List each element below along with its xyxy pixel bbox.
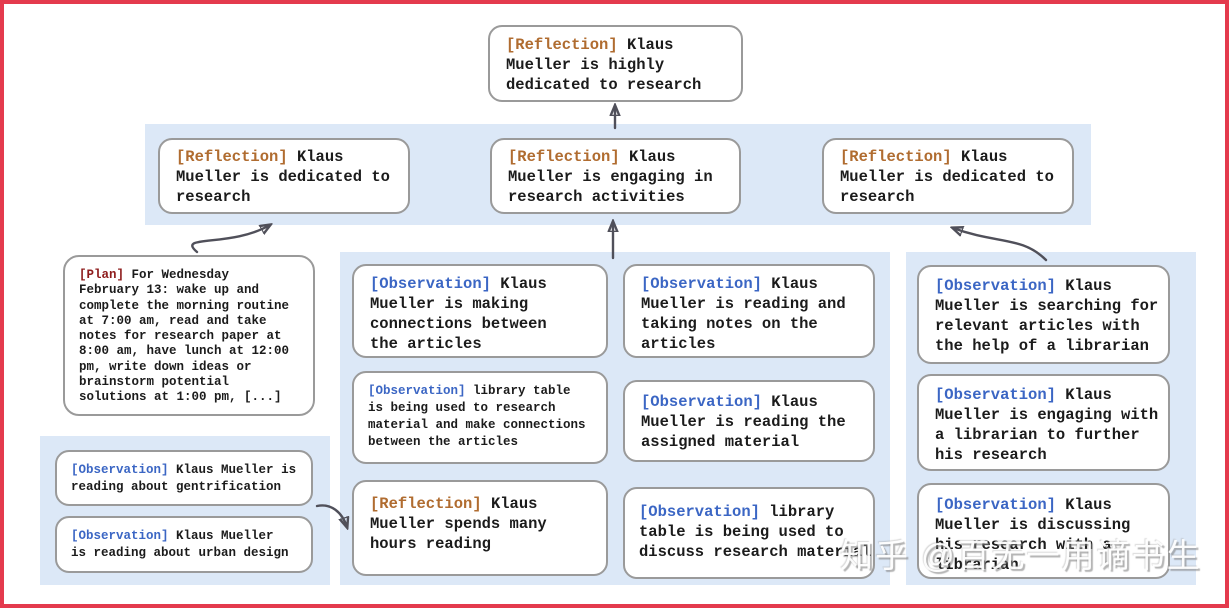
node-text: [Observation] Klaus Mueller is reading a… — [71, 463, 297, 494]
node-text: [Observation] Klaus Mueller is reading a… — [641, 275, 846, 353]
observation-tag: [Observation] — [935, 496, 1056, 514]
plan-tag: [Plan] — [79, 268, 125, 282]
arrow-leftobs-to-spends-hours — [315, 504, 347, 527]
arrow-plan-to-left-reflection — [191, 225, 270, 254]
node-text: [Reflection] Klaus Mueller is dedicated … — [176, 148, 390, 206]
node-obs-making-connections: [Observation] Klaus Mueller is making co… — [352, 264, 608, 358]
node-text: [Reflection] Klaus Mueller spends many h… — [370, 495, 547, 553]
node-text: [Reflection] Klaus Mueller is highly ded… — [506, 36, 702, 94]
node-reflection-left: [Reflection] Klaus Mueller is dedicated … — [158, 138, 410, 214]
node-text: [Observation] Klaus Mueller is reading t… — [641, 393, 846, 451]
reflection-tag: [Reflection] — [506, 36, 618, 54]
node-top-reflection: [Reflection] Klaus Mueller is highly ded… — [488, 25, 743, 102]
node-obs-urban-design: [Observation] Klaus Mueller is reading a… — [55, 516, 313, 573]
arrow-rightband-to-right-reflection — [953, 228, 1048, 262]
node-reflection-spends-hours: [Reflection] Klaus Mueller spends many h… — [352, 480, 608, 576]
observation-tag: [Observation] — [71, 463, 169, 477]
observation-tag: [Observation] — [935, 277, 1056, 295]
observation-tag: [Observation] — [641, 393, 762, 411]
node-reflection-center: [Reflection] Klaus Mueller is engaging i… — [490, 138, 741, 214]
node-obs-library-discuss: [Observation] library table is being use… — [623, 487, 875, 579]
node-reflection-right: [Reflection] Klaus Mueller is dedicated … — [822, 138, 1074, 214]
node-obs-engaging-librarian: [Observation] Klaus Mueller is engaging … — [917, 374, 1170, 471]
node-obs-assigned-material: [Observation] Klaus Mueller is reading t… — [623, 380, 875, 462]
observation-tag: [Observation] — [935, 386, 1056, 404]
node-obs-discussing-research: [Observation] Klaus Mueller is discussin… — [917, 483, 1170, 579]
observation-tag: [Observation] — [641, 275, 762, 293]
node-text: [Observation] library table is being use… — [639, 503, 872, 561]
node-text: [Observation] library table is being use… — [368, 384, 586, 449]
node-obs-gentrification: [Observation] Klaus Mueller is reading a… — [55, 450, 313, 506]
node-text: [Observation] Klaus Mueller is searching… — [935, 277, 1159, 355]
node-text: [Reflection] Klaus Mueller is dedicated … — [840, 148, 1054, 206]
node-text: [Observation] Klaus Mueller is engaging … — [935, 386, 1159, 464]
node-obs-library-research: [Observation] library table is being use… — [352, 371, 608, 464]
node-text: [Observation] Klaus Mueller is reading a… — [71, 529, 289, 560]
node-text: [Observation] Klaus Mueller is making co… — [370, 275, 547, 353]
observation-tag: [Observation] — [639, 503, 760, 521]
observation-tag: [Observation] — [71, 529, 169, 543]
observation-tag: [Observation] — [368, 384, 466, 398]
node-text: [Observation] Klaus Mueller is discussin… — [935, 496, 1131, 574]
node-plan: [Plan] For Wednesday February 13: wake u… — [63, 255, 315, 416]
reflection-tag: [Reflection] — [840, 148, 952, 166]
node-text: [Reflection] Klaus Mueller is engaging i… — [508, 148, 713, 206]
reflection-tag: [Reflection] — [176, 148, 288, 166]
node-obs-reading-notes: [Observation] Klaus Mueller is reading a… — [623, 264, 875, 358]
reflection-tag: [Reflection] — [370, 495, 482, 513]
node-obs-searching-articles: [Observation] Klaus Mueller is searching… — [917, 265, 1170, 364]
zhihu-watermark: 知乎 @百无一用谪书生 — [840, 537, 1202, 574]
observation-tag: [Observation] — [370, 275, 491, 293]
node-text: [Plan] For Wednesday February 13: wake u… — [79, 268, 290, 405]
reflection-tag: [Reflection] — [508, 148, 620, 166]
